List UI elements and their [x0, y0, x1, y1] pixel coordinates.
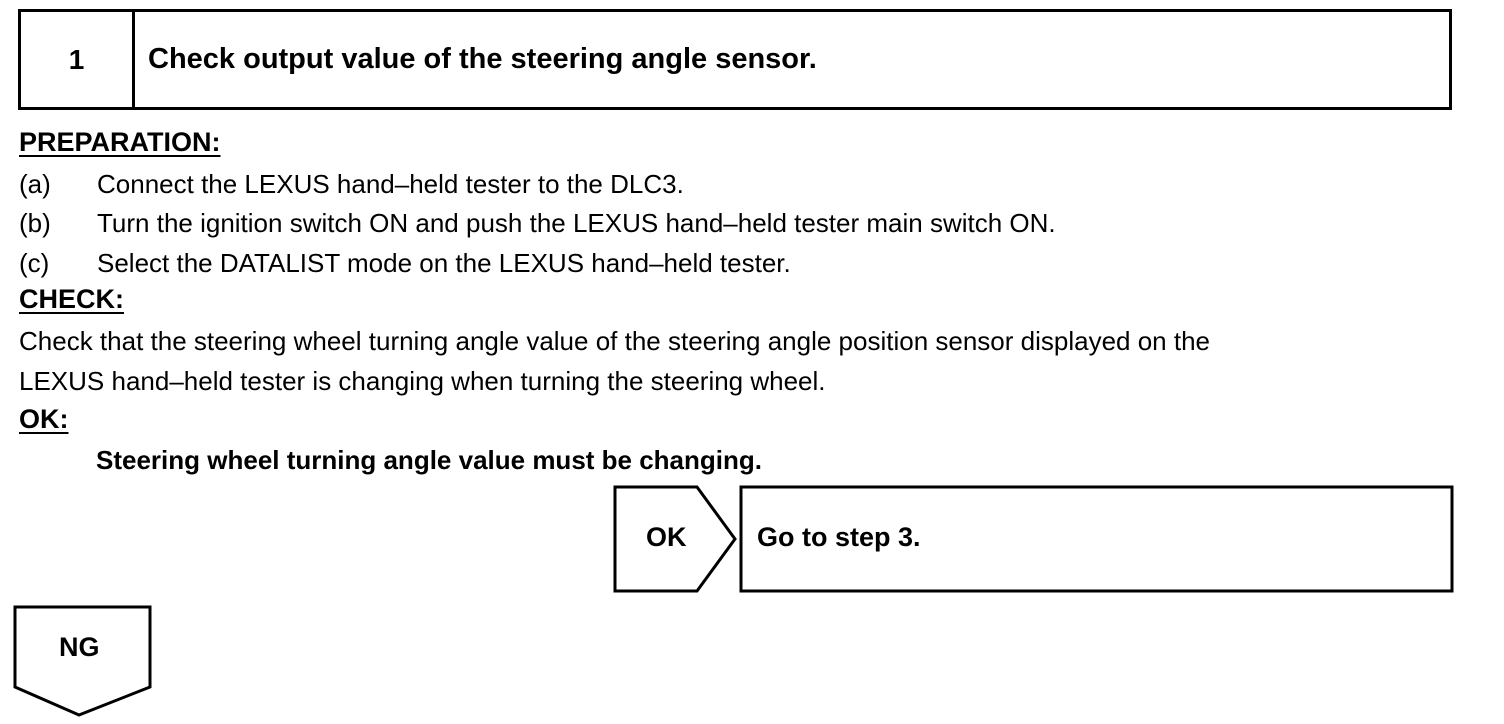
ok-arrow-box [613, 485, 737, 593]
check-heading: CHECK: [19, 284, 124, 314]
step-number: 1 [21, 12, 135, 107]
ok-criteria: Steering wheel turning angle value must … [96, 445, 762, 475]
preparation-item-a-text: Connect the LEXUS hand–held tester to th… [97, 169, 684, 199]
ok-action-text: Go to step 3. [757, 522, 921, 552]
ok-action-box [739, 485, 1454, 593]
preparation-item-c-text: Select the DATALIST mode on the LEXUS ha… [97, 248, 791, 278]
preparation-item-b-label: (b) [19, 208, 51, 238]
ok-label: OK [646, 522, 687, 552]
step-header: 1 Check output value of the steering ang… [18, 9, 1452, 110]
preparation-item-a-label: (a) [19, 169, 51, 199]
check-text-line-1: Check that the steering wheel turning an… [19, 326, 1210, 356]
preparation-item-b-text: Turn the ignition switch ON and push the… [97, 208, 1056, 238]
step-title: Check output value of the steering angle… [148, 43, 817, 75]
ok-heading: OK: [19, 404, 69, 434]
preparation-heading: PREPARATION: [19, 127, 221, 157]
ng-arrow-box [13, 605, 152, 717]
check-text-line-2: LEXUS hand–held tester is changing when … [19, 366, 826, 396]
preparation-item-c-label: (c) [19, 248, 50, 278]
ng-label: NG [59, 632, 100, 662]
